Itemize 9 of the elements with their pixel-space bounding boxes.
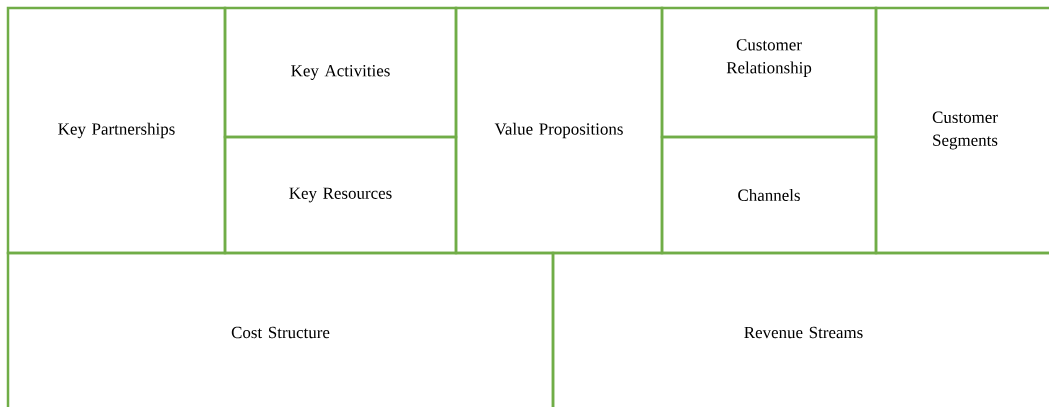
canvas-box: Cost Structure	[6, 251, 555, 407]
canvas-box: Value Propositions	[454, 6, 664, 255]
canvas-box: Customer Segments	[874, 6, 1049, 255]
canvas-box: Key Partnerships	[6, 6, 227, 255]
canvas-box: Revenue Streams	[551, 251, 1049, 407]
canvas-box: Key Resources	[223, 135, 458, 255]
canvas-box: Channels	[660, 135, 878, 255]
canvas-box: Customer Relationship	[660, 6, 878, 139]
canvas-box: Key Activities	[223, 6, 458, 139]
